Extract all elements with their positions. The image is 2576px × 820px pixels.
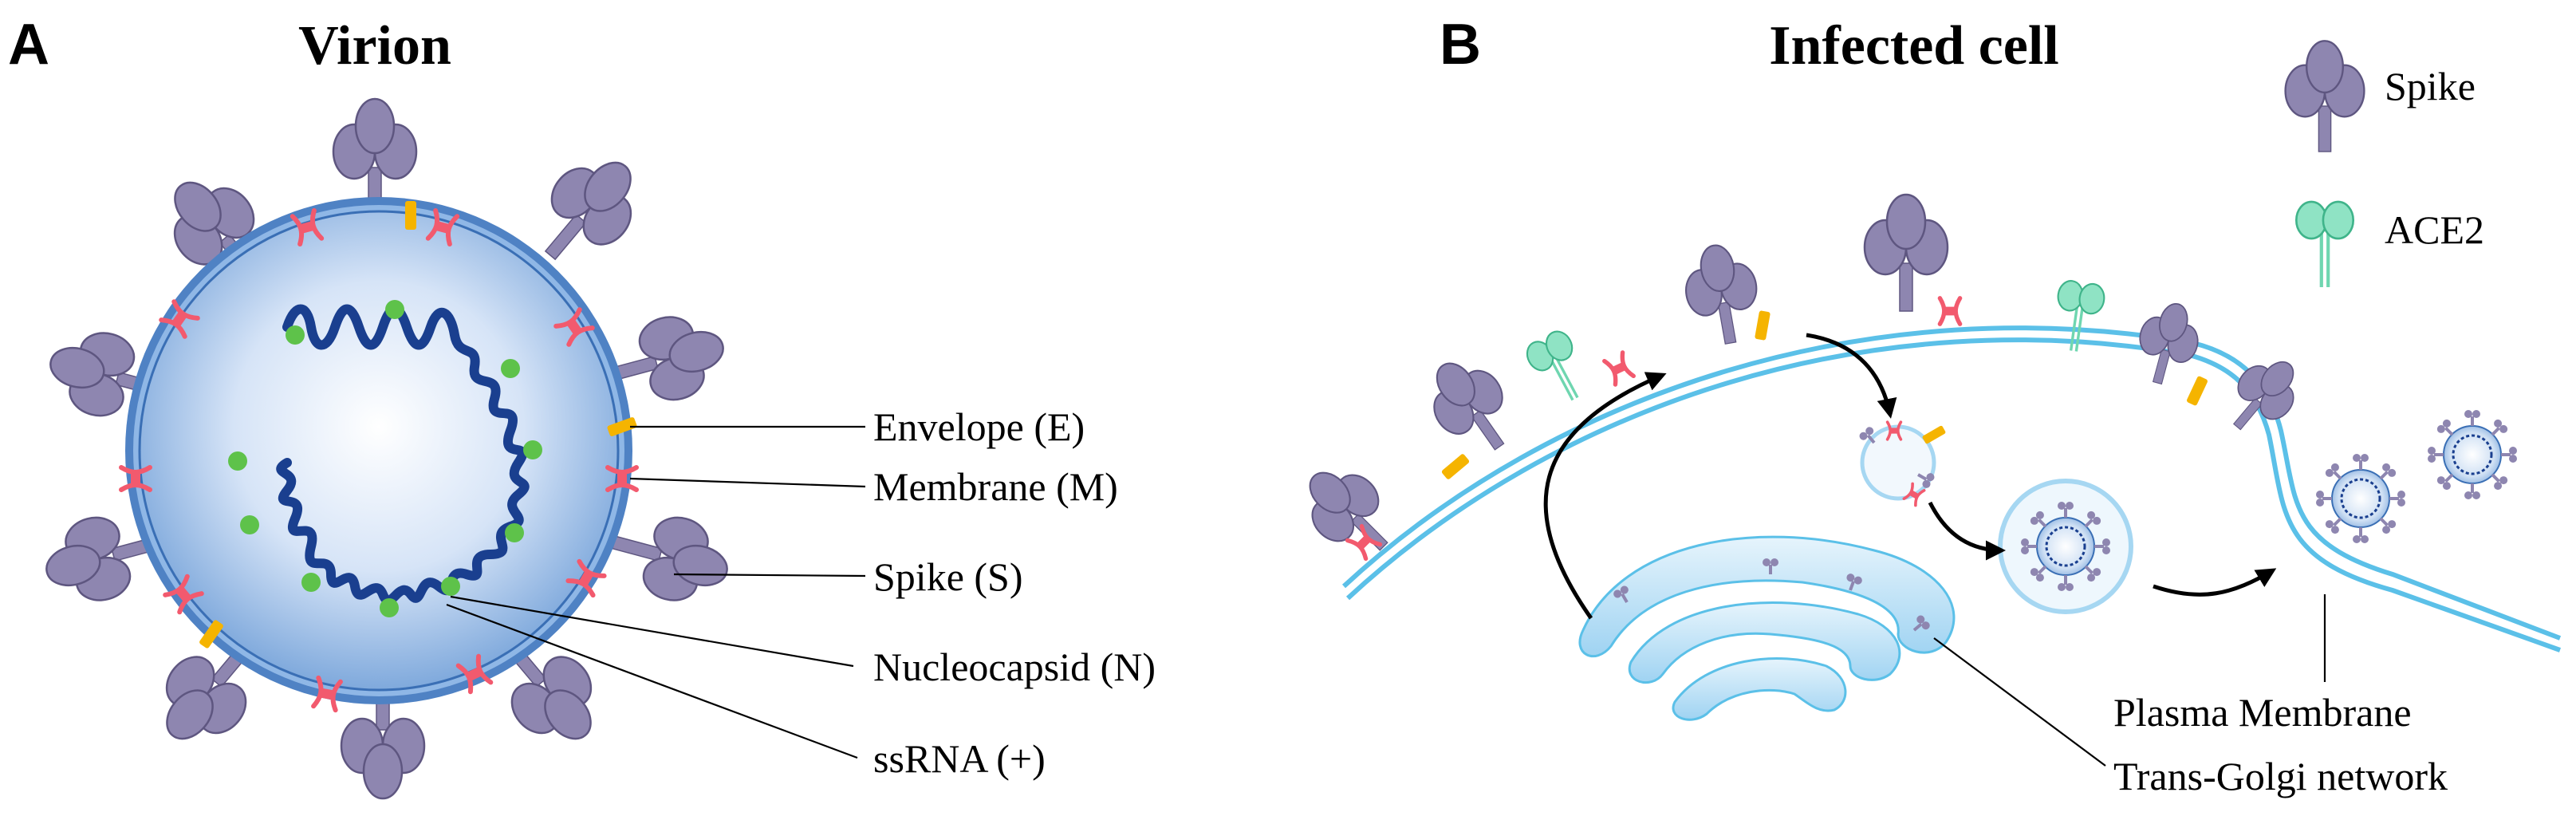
trans-golgi-network — [1578, 535, 1956, 721]
released-virion-1 — [2316, 454, 2405, 543]
membrane-proteins-b — [1287, 193, 2313, 573]
vesicle-2 — [1998, 479, 2133, 614]
vesicle-1 — [1857, 420, 1947, 507]
legend-spike-label: Spike — [2385, 64, 2476, 108]
legend: Spike ACE2 — [2284, 40, 2484, 289]
panel-b-title: Infected cell — [1769, 15, 2058, 77]
label-membrane: Membrane (M) — [873, 464, 1118, 509]
label-plasma-membrane: Plasma Membrane — [2113, 690, 2412, 735]
panel-a-letter: A — [8, 13, 49, 77]
nucleocapsid-proteins — [228, 300, 542, 617]
label-trans-golgi: Trans-Golgi network — [2113, 754, 2448, 798]
panel-b-letter: B — [1440, 13, 1481, 77]
legend-spike-icon — [2284, 40, 2365, 153]
virion — [35, 97, 739, 800]
label-spike: Spike (S) — [873, 554, 1023, 599]
released-virion-2 — [2428, 410, 2517, 499]
legend-ace2-icon — [2294, 200, 2355, 289]
legend-ace2-label: ACE2 — [2385, 207, 2484, 252]
panel-a-title: Virion — [298, 15, 451, 77]
label-nucleocapsid: Nucleocapsid (N) — [873, 645, 1156, 689]
label-envelope: Envelope (E) — [873, 404, 1085, 449]
label-ssrna: ssRNA (+) — [873, 736, 1046, 781]
